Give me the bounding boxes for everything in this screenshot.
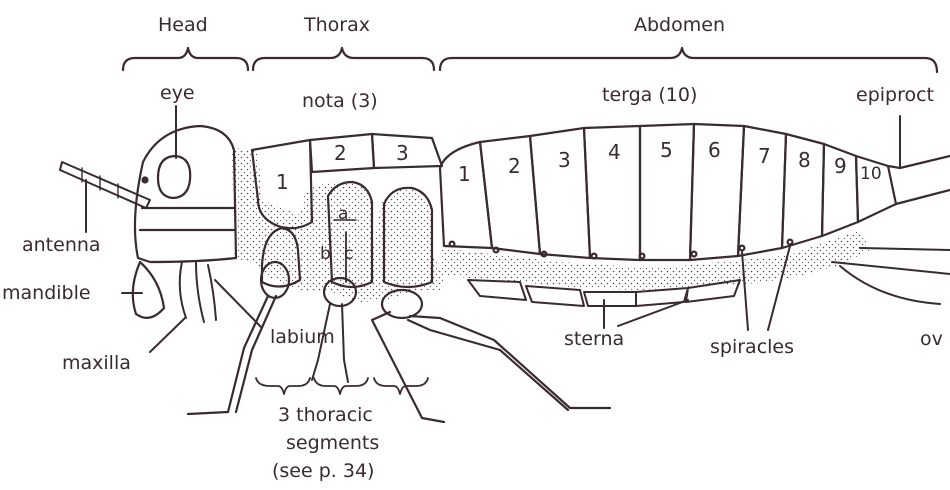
thoracic-note-line2: segments <box>286 434 379 453</box>
thorax-region-label: Thorax <box>304 16 370 35</box>
mandible-label: mandible <box>2 284 91 303</box>
tergum-number: 10 <box>860 166 882 183</box>
segment-bracket-2 <box>314 378 368 394</box>
labium-label: labium <box>270 328 335 347</box>
maxilla-leader <box>150 318 185 352</box>
thoracic-note-line1: 3 thoracic <box>278 406 373 425</box>
tergum-number: 1 <box>458 164 471 184</box>
tergum-1 <box>440 142 492 248</box>
tergum-number: 7 <box>758 146 771 166</box>
pleuron-letter: c <box>344 246 353 263</box>
notum-number: 2 <box>334 143 347 163</box>
tergum-number: 5 <box>660 140 673 160</box>
epiproct-label: epiproct <box>856 86 934 105</box>
notum-number: 3 <box>396 143 409 163</box>
epiproct <box>888 156 950 204</box>
thorax-brace <box>253 48 434 70</box>
labium-leader <box>215 280 262 328</box>
tergum-number: 4 <box>608 142 621 162</box>
eye-label: eye <box>160 84 195 103</box>
nota-label: nota (3) <box>302 92 378 111</box>
spiracles-label: spiracles <box>710 338 794 357</box>
abdomen-region-label: Abdomen <box>634 16 725 35</box>
mandible-shape <box>133 262 164 318</box>
tergum-number: 3 <box>558 150 571 170</box>
tergum-number: 2 <box>508 156 521 176</box>
segment-bracket-3 <box>374 378 428 394</box>
head-region-label: Head <box>158 16 208 35</box>
terga-label: terga (10) <box>602 86 697 105</box>
segment-bracket-1 <box>256 378 310 394</box>
tergum-number: 9 <box>834 156 847 176</box>
pleuron-letter: b <box>320 246 331 263</box>
compound-eye <box>158 156 190 198</box>
thoracic-note-line3: (see p. 34) <box>272 462 374 481</box>
antenna-label: antenna <box>22 236 101 255</box>
head-brace <box>123 48 248 70</box>
tergum-number: 6 <box>708 140 721 160</box>
tergum-number: 8 <box>798 150 811 170</box>
notum-number: 1 <box>276 172 289 192</box>
pleuron-letter: a <box>338 206 348 223</box>
sterna-label: sterna <box>564 330 624 349</box>
abdomen-brace <box>440 48 937 72</box>
maxilla-palps <box>180 262 216 322</box>
ovipositor-label: ov <box>920 330 943 349</box>
maxilla-label: maxilla <box>62 354 131 373</box>
